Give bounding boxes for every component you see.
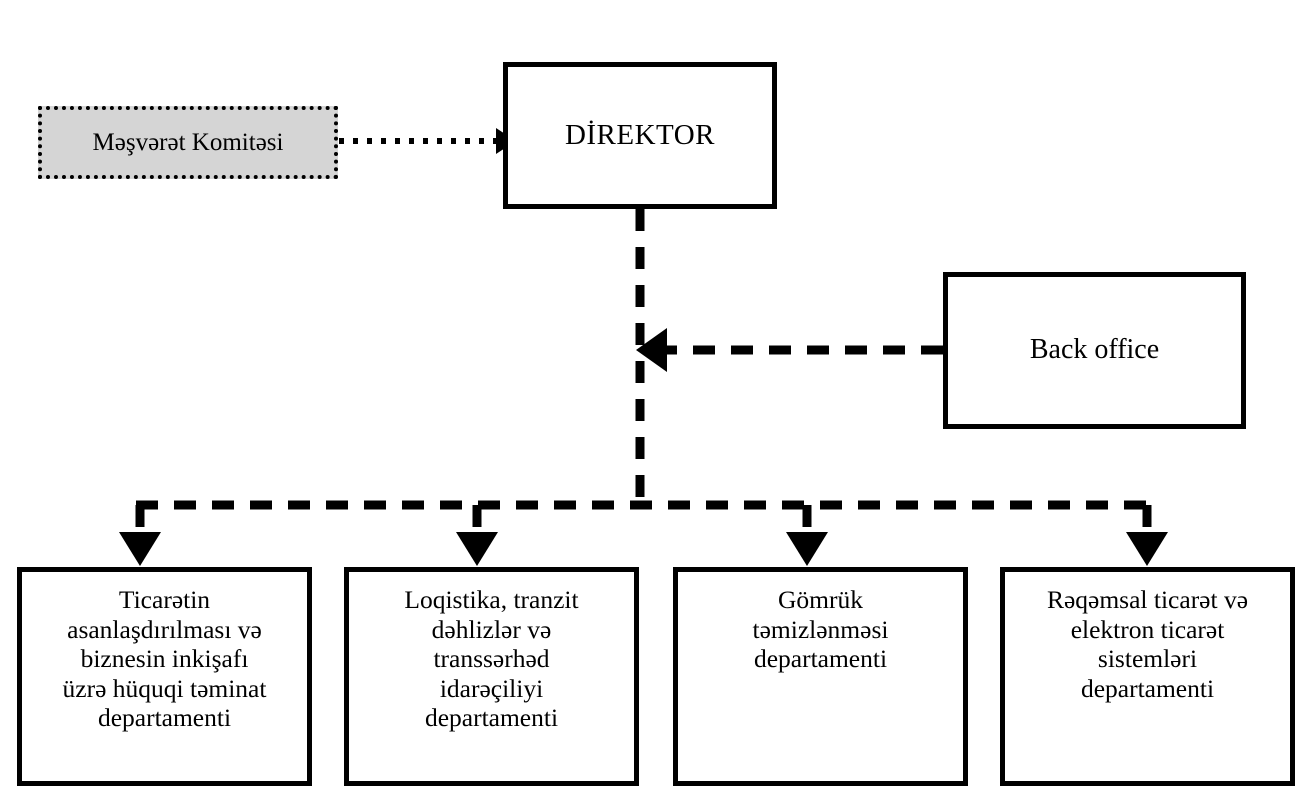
department-arrowhead-icon-3	[1126, 532, 1168, 566]
department-arrowhead-icon-2	[786, 532, 828, 566]
node-back-office-label: Back office	[1029, 334, 1160, 366]
department-arrowhead-icon-0	[119, 532, 161, 566]
connector-back-office-to-trunk	[636, 328, 943, 372]
node-department-customs-clearance[interactable]: Gömrük təmizlənməsi departamenti	[673, 567, 968, 786]
node-director[interactable]: DİREKTOR	[503, 62, 777, 209]
node-department-trade-facilitation[interactable]: Ticarətin asanlaşdırılması və biznesin i…	[17, 567, 312, 786]
node-department-label-1: Loqistika, tranzit dəhlizlər və transsər…	[404, 585, 579, 733]
node-advisory-committee-label: Məşvərət Komitəsi	[92, 129, 284, 156]
node-department-logistics-transit[interactable]: Loqistika, tranzit dəhlizlər və transsər…	[344, 567, 639, 786]
node-department-label-3: Rəqəmsal ticarət və elektron ticarət sis…	[1046, 585, 1249, 703]
back-office-arrowhead-icon	[636, 328, 667, 372]
connector-advisory-to-director	[339, 128, 516, 154]
node-advisory-committee[interactable]: Məşvərət Komitəsi	[38, 106, 338, 179]
node-director-label: DİREKTOR	[564, 118, 716, 151]
node-department-label-0: Ticarətin asanlaşdırılması və biznesin i…	[62, 585, 267, 733]
connector-department-bus	[119, 500, 1168, 566]
department-arrowhead-icon-1	[456, 532, 498, 566]
node-department-digital-commerce[interactable]: Rəqəmsal ticarət və elektron ticarət sis…	[1000, 567, 1295, 786]
node-department-label-2: Gömrük təmizlənməsi departamenti	[752, 585, 889, 674]
node-back-office[interactable]: Back office	[943, 272, 1246, 429]
